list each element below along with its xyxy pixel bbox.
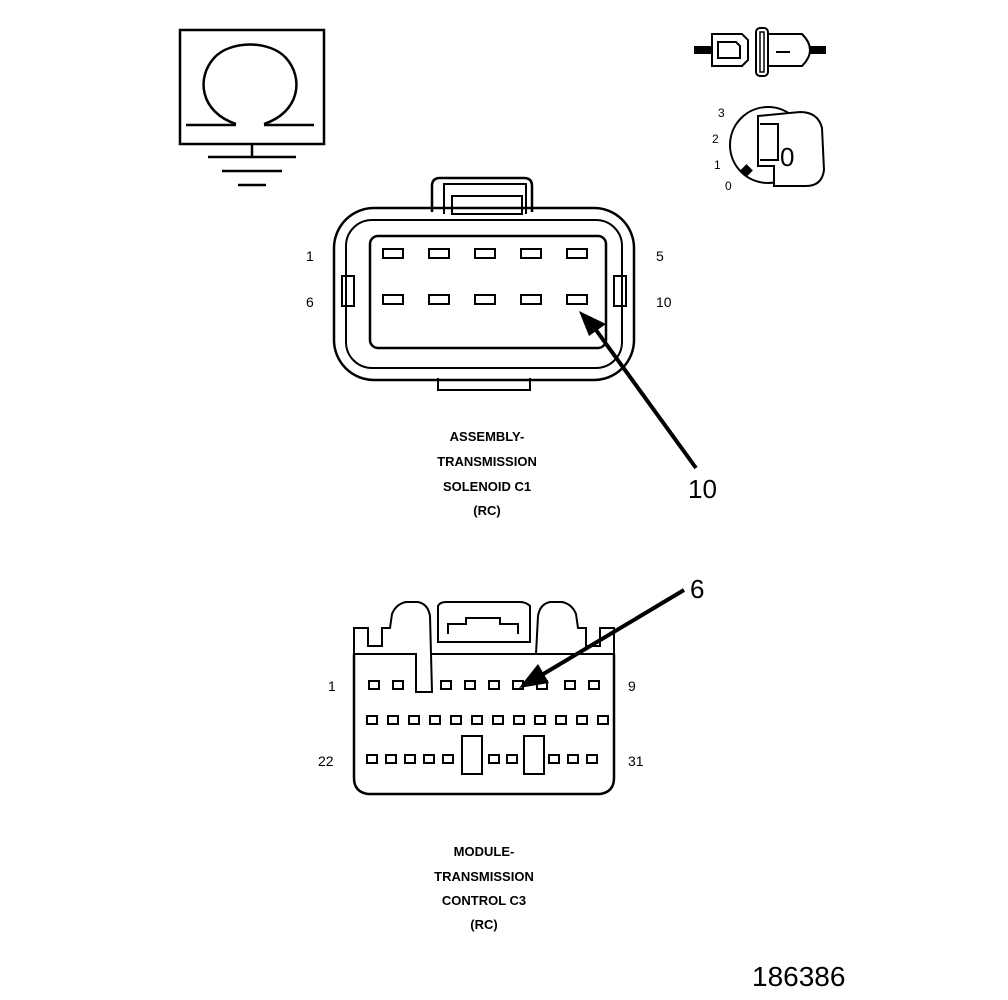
c3-pin-3 bbox=[440, 680, 452, 690]
c3-pin-cavities bbox=[366, 680, 609, 764]
test-lead-icon bbox=[694, 27, 826, 77]
c3-label-line-2: TRANSMISSION bbox=[434, 869, 534, 884]
c3-pin-2 bbox=[392, 680, 404, 690]
ignition-key-icon: 3 2 1 0 0 bbox=[712, 106, 826, 193]
c3-label-line-1: MODULE- bbox=[454, 844, 515, 859]
c3-pin-16 bbox=[492, 715, 504, 725]
c3-pin-14 bbox=[450, 715, 462, 725]
c1-pin-9 bbox=[520, 294, 542, 305]
c1-label-line-1: ASSEMBLY- bbox=[450, 429, 525, 444]
c1-pin-7 bbox=[428, 294, 450, 305]
ignition-position-0: 0 bbox=[725, 179, 732, 193]
c3-pin-24 bbox=[404, 754, 416, 764]
c1-pin-label-1: 1 bbox=[306, 248, 314, 264]
c1-label-line-4: (RC) bbox=[473, 503, 500, 518]
c3-callout-arrow: 6 bbox=[519, 574, 704, 688]
c1-pin-5 bbox=[566, 248, 588, 259]
c3-pin-27 bbox=[488, 754, 500, 764]
c3-pin-10 bbox=[366, 715, 378, 725]
c1-callout-arrow: 10 bbox=[579, 311, 717, 504]
c3-pin-23 bbox=[385, 754, 397, 764]
c1-label-line-2: TRANSMISSION bbox=[437, 454, 537, 469]
c3-pin-label-9: 9 bbox=[628, 678, 636, 694]
figure-id: 186386 bbox=[752, 961, 845, 992]
ohm-ground-icon bbox=[178, 28, 326, 187]
c3-pin-17 bbox=[513, 715, 525, 725]
c1-pin-label-5: 5 bbox=[656, 248, 664, 264]
ignition-key-label: 0 bbox=[780, 142, 794, 172]
c1-pin-10 bbox=[566, 294, 588, 305]
c3-pin-label-22: 22 bbox=[318, 753, 334, 769]
c1-pin-6 bbox=[382, 294, 404, 305]
c3-pin-4 bbox=[464, 680, 476, 690]
c3-pin-9 bbox=[588, 680, 600, 690]
c1-pin-2 bbox=[428, 248, 450, 259]
c3-pin-13 bbox=[429, 715, 441, 725]
c3-pin-31 bbox=[586, 754, 598, 764]
c3-pin-18 bbox=[534, 715, 546, 725]
c3-pin-label-31: 31 bbox=[628, 753, 644, 769]
c3-label-line-3: CONTROL C3 bbox=[442, 893, 526, 908]
connector-c3: 1 9 22 31 bbox=[318, 601, 644, 796]
c3-pin-21 bbox=[597, 715, 609, 725]
c3-pin-20 bbox=[576, 715, 588, 725]
c1-pin-3 bbox=[474, 248, 496, 259]
ignition-position-2: 2 bbox=[712, 132, 719, 146]
c1-pin-label-6: 6 bbox=[306, 294, 314, 310]
c3-label: MODULE- TRANSMISSION CONTROL C3 (RC) bbox=[434, 844, 534, 932]
c1-callout-number: 10 bbox=[688, 474, 717, 504]
c3-pin-30 bbox=[567, 754, 579, 764]
c3-pin-19 bbox=[555, 715, 567, 725]
c3-callout-number: 6 bbox=[690, 574, 704, 604]
c3-pin-label-1: 1 bbox=[328, 678, 336, 694]
c1-label-line-3: SOLENOID C1 bbox=[443, 479, 531, 494]
c3-pin-8 bbox=[564, 680, 576, 690]
ignition-position-3: 3 bbox=[718, 106, 725, 120]
c3-pin-5 bbox=[488, 680, 500, 690]
c3-pin-15 bbox=[471, 715, 483, 725]
c3-label-line-4: (RC) bbox=[470, 917, 497, 932]
c1-pin-1 bbox=[382, 248, 404, 259]
c3-pin-1 bbox=[368, 680, 380, 690]
c1-pin-cavities bbox=[382, 248, 588, 305]
c1-pin-8 bbox=[474, 294, 496, 305]
connector-c1: 1 5 6 10 bbox=[306, 176, 672, 391]
c3-pin-12 bbox=[408, 715, 420, 725]
c3-pin-25 bbox=[423, 754, 435, 764]
c3-pin-29 bbox=[548, 754, 560, 764]
c1-pin-4 bbox=[520, 248, 542, 259]
c3-pin-11 bbox=[387, 715, 399, 725]
c3-pin-22 bbox=[366, 754, 378, 764]
c3-pin-26 bbox=[442, 754, 454, 764]
ignition-position-1: 1 bbox=[714, 158, 721, 172]
c3-pin-28 bbox=[506, 754, 518, 764]
c1-pin-label-10: 10 bbox=[656, 294, 672, 310]
c1-label: ASSEMBLY- TRANSMISSION SOLENOID C1 (RC) bbox=[437, 429, 537, 518]
